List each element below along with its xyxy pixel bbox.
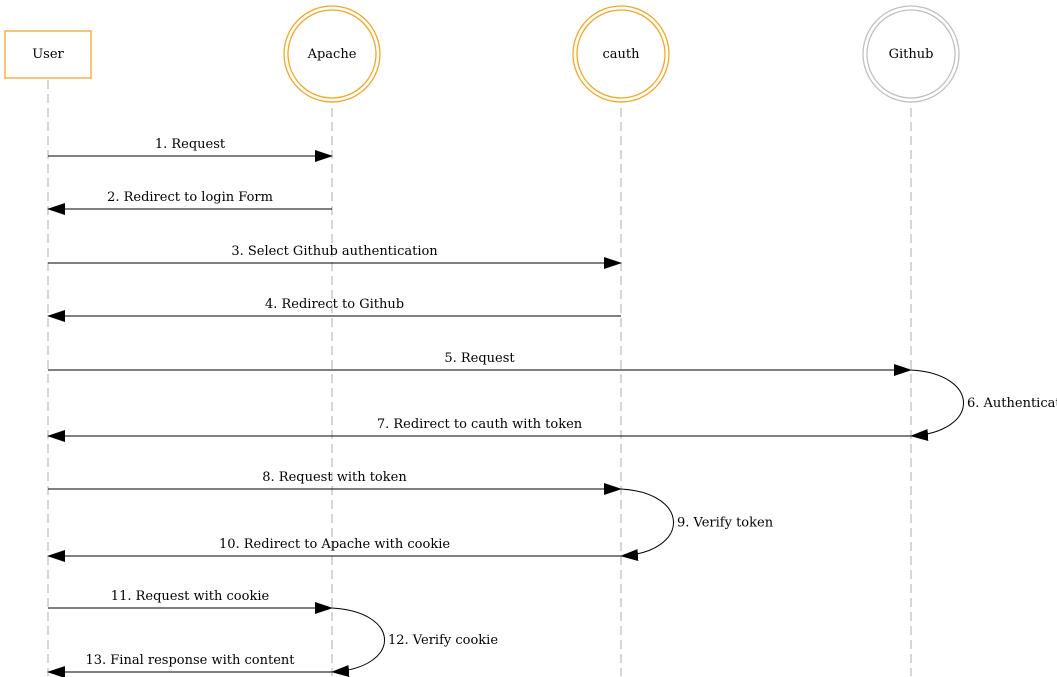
message-label: 7. Redirect to cauth with token	[377, 417, 583, 432]
message-11: 11. Request with cookie	[48, 589, 333, 614]
message-label: 10. Redirect to Apache with cookie	[219, 537, 450, 552]
message-7: 7. Redirect to cauth with token	[47, 417, 911, 442]
message-12: 12. Verify cookie	[331, 607, 498, 677]
message-9: 9. Verify token	[620, 488, 774, 562]
message-6: 6. Authenticate	[910, 369, 1057, 442]
participant-apache: Apache	[283, 5, 381, 103]
participant-cauth: cauth	[572, 5, 670, 103]
message-8: 8. Request with token	[48, 470, 622, 495]
participant-user: User	[4, 30, 92, 79]
self-message-arrow	[620, 488, 674, 562]
participant-inner-circle	[287, 9, 377, 99]
message-label: 6. Authenticate	[967, 396, 1057, 411]
participant-inner-circle	[576, 9, 666, 99]
participant-inner-circle	[866, 9, 956, 99]
message-label: 11. Request with cookie	[111, 589, 270, 604]
message-label: 4. Redirect to Github	[265, 297, 404, 312]
message-label: 13. Final response with content	[85, 653, 295, 668]
participant-outer-circle	[862, 5, 960, 103]
participant-label: cauth	[602, 47, 640, 62]
participant-outer-circle	[572, 5, 670, 103]
message-5: 5. Request	[48, 351, 912, 376]
participant-label: Github	[889, 47, 934, 62]
participants: User Apache cauth Github	[4, 5, 960, 103]
participant-label: Apache	[307, 47, 357, 62]
message-13: 13. Final response with content	[47, 653, 332, 677]
self-message-arrow	[910, 369, 964, 442]
message-10: 10. Redirect to Apache with cookie	[47, 537, 621, 562]
message-label: 5. Request	[444, 351, 515, 366]
self-message-arrow	[331, 607, 385, 677]
message-label: 12. Verify cookie	[388, 633, 498, 648]
participant-outer-circle	[283, 5, 381, 103]
participant-github: Github	[862, 5, 960, 103]
message-2: 2. Redirect to login Form	[47, 190, 332, 215]
participant-label: User	[32, 47, 64, 62]
participant-box	[4, 30, 92, 79]
message-label: 9. Verify token	[677, 516, 774, 531]
message-4: 4. Redirect to Github	[47, 297, 621, 322]
message-label: 1. Request	[155, 137, 226, 152]
message-3: 3. Select Github authentication	[48, 244, 622, 269]
message-label: 3. Select Github authentication	[231, 244, 438, 259]
lifelines	[47, 80, 912, 676]
message-label: 8. Request with token	[262, 470, 407, 485]
message-1: 1. Request	[48, 137, 333, 162]
message-label: 2. Redirect to login Form	[107, 190, 273, 205]
messages: 1. Request 2. Redirect to login Form 3. Se…	[47, 137, 1057, 677]
